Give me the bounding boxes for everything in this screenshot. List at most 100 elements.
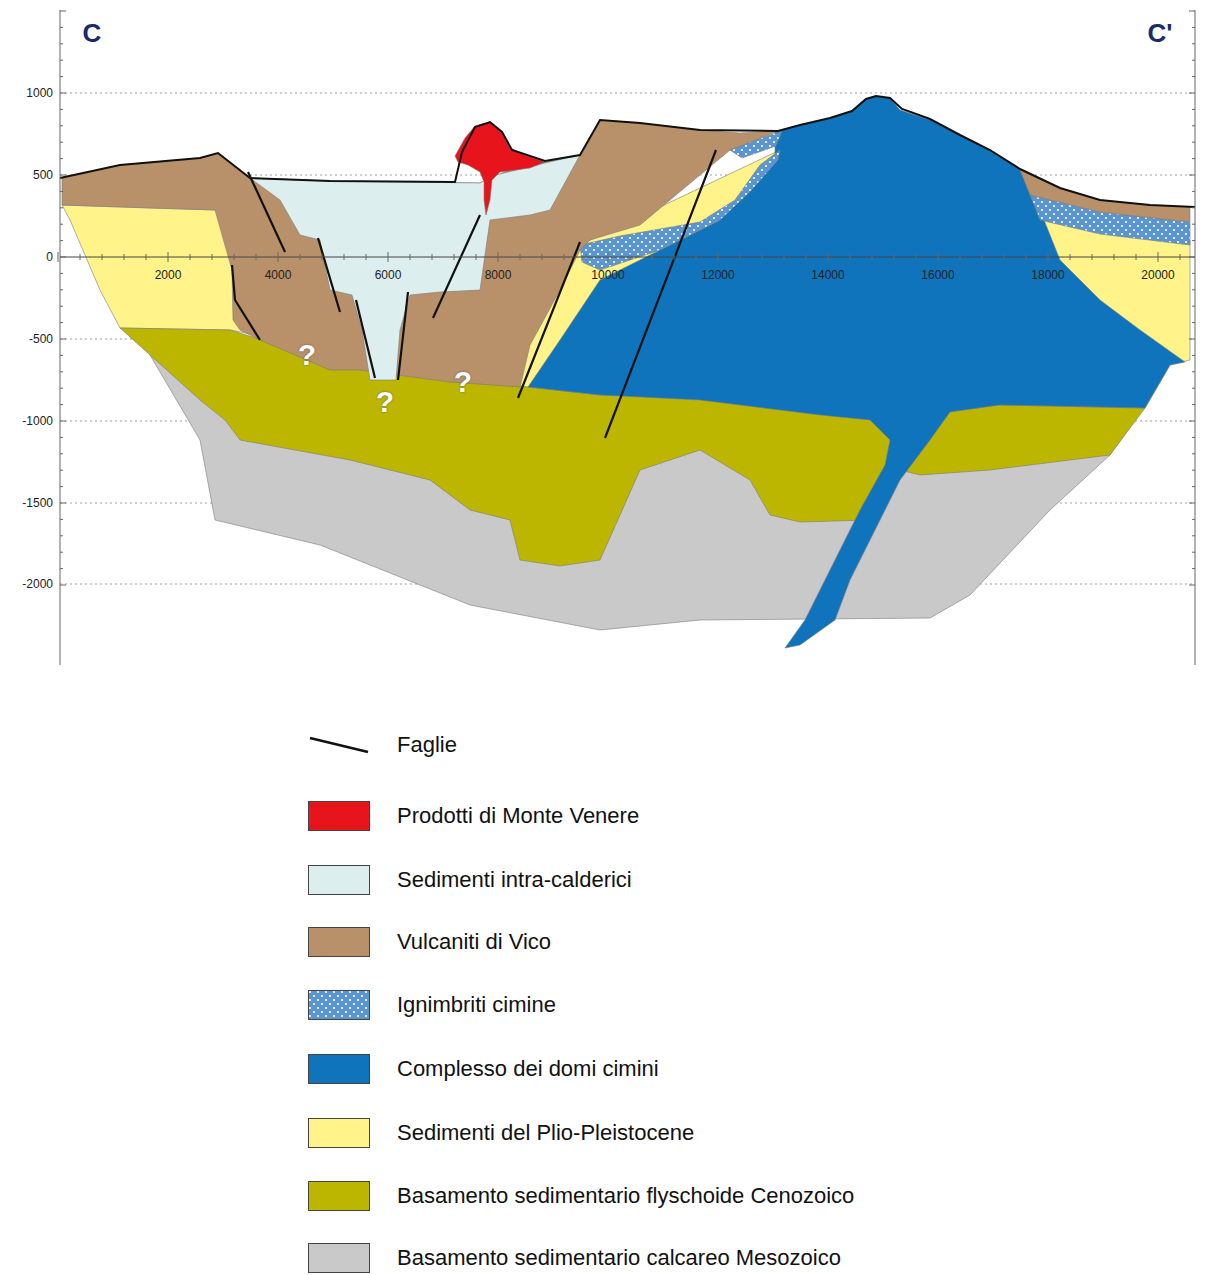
depth-value: -500 — [29, 333, 53, 345]
legend-text: Vulcaniti di Vico — [397, 931, 551, 953]
axis-tick — [1192, 158, 1195, 159]
uncertainty-mark: ? — [454, 367, 472, 397]
distance-value: 18000 — [1031, 269, 1064, 281]
axis-tick — [718, 252, 719, 262]
axis-tick — [1192, 191, 1195, 192]
axis-tick — [586, 254, 587, 260]
axis-tick — [60, 388, 63, 389]
section-end: C — [83, 20, 102, 46]
axis-tick — [60, 240, 63, 241]
axis-tick — [278, 252, 279, 262]
axis-tick — [1189, 339, 1195, 340]
axis-tick — [1192, 371, 1195, 372]
legend-text: Complesso dei domi cimini — [397, 1058, 659, 1080]
axis-tick — [212, 254, 213, 260]
monte-venere — [455, 122, 545, 215]
axis-tick — [60, 289, 63, 290]
axis-tick — [1192, 486, 1195, 487]
vico-right-cover — [1020, 170, 1190, 222]
legend-swatch — [308, 1054, 370, 1084]
axis-tick — [300, 254, 301, 260]
axis-tick — [60, 273, 63, 274]
axis-tick — [1192, 568, 1195, 569]
axis-tick — [60, 339, 66, 340]
axis-tick — [1192, 240, 1195, 241]
axis-tick — [60, 93, 66, 94]
axis-tick — [60, 142, 63, 143]
axis-tick — [60, 519, 63, 520]
axis-tick — [938, 252, 939, 262]
axis-tick — [60, 503, 66, 504]
axis-tick — [520, 254, 521, 260]
distance-value: 16000 — [921, 269, 954, 281]
legend-text: Faglie — [397, 734, 457, 756]
axis-tick — [60, 224, 63, 225]
axis-tick — [1192, 43, 1195, 44]
axis-tick — [1192, 388, 1195, 389]
axis-tick — [784, 254, 785, 260]
legend-swatch — [308, 927, 370, 957]
axis-tick — [1192, 306, 1195, 307]
axis-tick — [60, 191, 63, 192]
axis-tick — [1092, 254, 1093, 260]
axis-tick — [60, 486, 63, 487]
distance-value: 12000 — [701, 269, 734, 281]
depth-value: 500 — [33, 169, 53, 181]
axis-tick — [124, 254, 125, 260]
distance-value: 8000 — [485, 269, 512, 281]
axis-tick — [60, 355, 63, 356]
axis-tick — [916, 254, 917, 260]
axis-tick — [1114, 254, 1115, 260]
axis-tick — [60, 109, 63, 110]
axis-tick — [1192, 142, 1195, 143]
axis-tick — [476, 254, 477, 260]
axis-tick — [58, 252, 59, 262]
axis-tick — [498, 252, 499, 262]
axis-tick — [1192, 273, 1195, 274]
axis-tick — [1048, 252, 1049, 262]
depth-value: -2000 — [22, 578, 53, 590]
legend-text: Basamento sedimentario calcareo Mesozoic… — [397, 1247, 841, 1269]
axis-tick — [1189, 11, 1195, 12]
axis-tick — [828, 252, 829, 262]
distance-value: 10000 — [591, 269, 624, 281]
axis-tick — [366, 254, 367, 260]
axis-tick — [630, 254, 631, 260]
axis-tick — [1192, 76, 1195, 77]
section-end: C' — [1148, 20, 1173, 46]
legend-swatch — [308, 990, 370, 1020]
axis-tick — [542, 254, 543, 260]
axis-tick — [1004, 254, 1005, 260]
legend-swatch — [308, 1181, 370, 1211]
axis-tick — [982, 254, 983, 260]
axis-tick — [674, 254, 675, 260]
axis-tick — [60, 437, 63, 438]
axis-tick — [1192, 519, 1195, 520]
axis-tick — [60, 125, 63, 126]
distance-value: 2000 — [155, 269, 182, 281]
axis-tick — [80, 254, 81, 260]
distance-value: 4000 — [265, 269, 292, 281]
axis-tick — [894, 254, 895, 260]
axis-tick — [1189, 421, 1195, 422]
axis-tick — [1192, 125, 1195, 126]
geology — [62, 96, 1190, 648]
axis-tick — [60, 207, 63, 208]
axis-tick — [60, 371, 63, 372]
legend-text: Sedimenti intra-calderici — [397, 869, 632, 891]
axis-tick — [1189, 175, 1195, 176]
axis-tick — [454, 254, 455, 260]
distance-value: 20000 — [1141, 269, 1174, 281]
axis-tick — [102, 254, 103, 260]
uncertainty-mark: ? — [376, 387, 394, 417]
axis-tick — [60, 76, 63, 77]
topographic-surface — [60, 96, 1195, 207]
axis-tick — [60, 43, 63, 44]
axis-tick — [60, 470, 63, 471]
axis-tick — [60, 568, 63, 569]
axis-tick — [1192, 453, 1195, 454]
axis-tick — [60, 158, 63, 159]
axis-tick — [234, 254, 235, 260]
